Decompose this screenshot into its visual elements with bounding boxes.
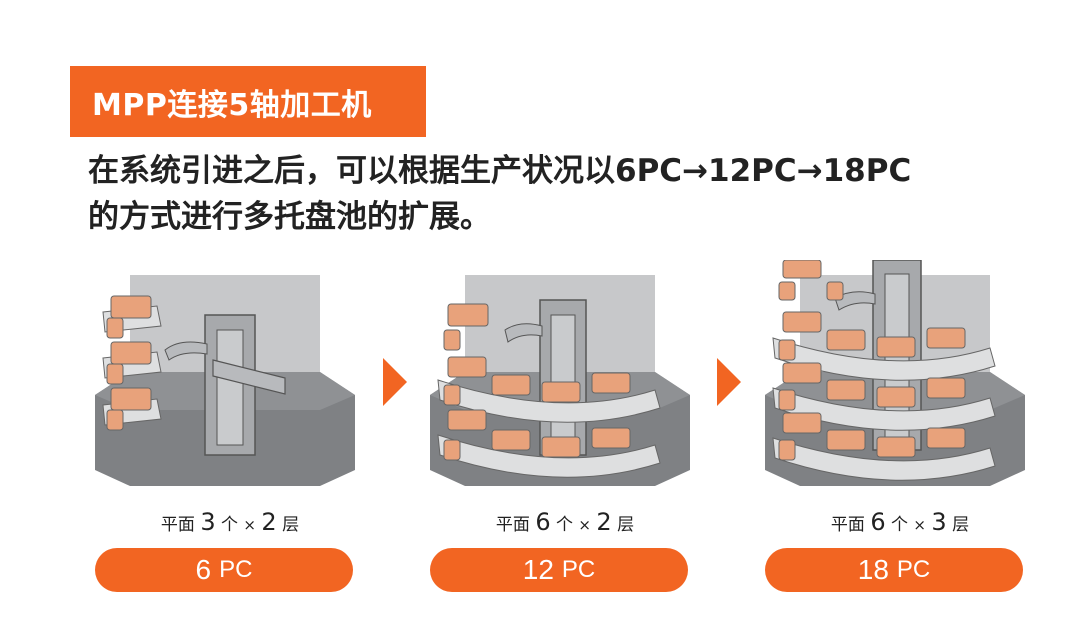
caption-b: 3 [931,508,947,536]
caption-prefix: 平面 [495,515,530,535]
caption-18pc: 平面 6 个 × 3 层 [765,508,1035,536]
caption-a-unit: 个 [891,515,908,535]
caption-times: × [578,516,591,534]
description-line-2: 的方式进行多托盘池的扩展。 [88,199,491,235]
pallet-pool-18-illustration [765,260,1025,486]
pill-unit: PC [896,556,931,583]
pallet-pool-12-illustration [430,275,690,486]
illustration-6pc [95,260,365,500]
caption-b: 2 [261,508,277,536]
pallet-pool-6-illustration [95,275,355,486]
pill-6pc: 6 PC [95,548,353,592]
caption-times: × [243,516,256,534]
title-banner: MPP连接5轴加工机 [70,66,426,137]
description-line-1: 在系统引进之后，可以根据生产状况以6PC→12PC→18PC [88,153,912,189]
title-text: MPP连接5轴加工机 [92,87,372,123]
caption-prefix: 平面 [830,515,865,535]
caption-times: × [913,516,926,534]
caption-b-unit: 层 [282,515,300,535]
pill-unit: PC [219,556,253,583]
caption-a: 6 [870,508,886,536]
pill-unit: PC [561,556,596,583]
caption-a: 3 [200,508,216,536]
illustration-12pc [430,260,700,500]
caption-6pc: 平面 3 个 × 2 层 [95,508,365,536]
illustration-18pc [765,260,1035,500]
caption-a-unit: 个 [556,515,573,535]
next-arrow-2 [717,358,741,406]
caption-12pc: 平面 6 个 × 2 层 [430,508,700,536]
caption-b: 2 [596,508,612,536]
caption-b-unit: 层 [952,515,970,535]
pill-count: 18 [857,554,889,585]
description: 在系统引进之后，可以根据生产状况以6PC→12PC→18PC 的方式进行多托盘池… [88,148,1048,240]
caption-prefix: 平面 [160,515,195,535]
next-arrow-1 [383,358,407,406]
caption-a-unit: 个 [221,515,238,535]
caption-a: 6 [535,508,551,536]
pill-count: 6 [195,554,212,585]
pill-count: 12 [522,554,554,585]
pill-12pc: 12 PC [430,548,688,592]
caption-b-unit: 层 [617,515,635,535]
pill-18pc: 18 PC [765,548,1023,592]
